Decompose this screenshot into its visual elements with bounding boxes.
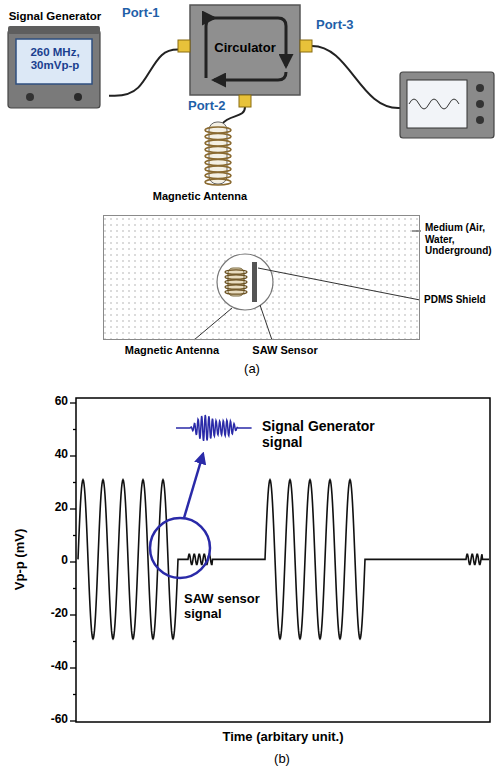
oscilloscope-device	[407, 80, 467, 128]
magnetic-antenna-coil	[205, 127, 231, 133]
circulator-body	[214, 72, 286, 80]
chart-frame	[70, 455, 76, 456]
chart-frame	[184, 454, 203, 518]
magnetic-antenna-coil	[205, 160, 231, 166]
chart-frame	[70, 720, 76, 721]
oscilloscope-device	[476, 100, 484, 108]
magnetic-antenna-coil	[205, 134, 231, 140]
oscilloscope-device	[400, 72, 494, 138]
chart-frame	[76, 398, 490, 722]
part-label: PDMS Shield	[424, 294, 502, 306]
annotation: SAW sensor signal	[184, 592, 260, 622]
circulator-body	[178, 40, 190, 52]
oscilloscope-device	[476, 84, 484, 92]
chart-frame	[70, 403, 76, 721]
sensor-closeup	[228, 268, 244, 296]
axis-title: Vp-p (mV)	[13, 509, 28, 609]
magnetic-antenna-coil	[205, 122, 231, 185]
sensor-closeup	[225, 280, 247, 284]
part-label: Magnetic Antenna	[140, 190, 260, 203]
sensor-closeup	[194, 231, 421, 340]
tick-label: 40	[26, 448, 68, 462]
circulator-body	[206, 18, 214, 78]
sensor-closeup	[225, 285, 247, 289]
chart-frame	[78, 480, 489, 639]
sensor-closeup	[194, 308, 232, 340]
signal-generator-device	[74, 93, 82, 101]
sensor-closeup	[225, 268, 247, 296]
circulator-body	[190, 5, 300, 95]
chart-frame	[70, 398, 490, 722]
magnetic-antenna-coil	[205, 147, 231, 153]
sensor-closeup	[260, 305, 272, 340]
sensor-closeup	[225, 270, 247, 274]
medium-region: Medium (Air, Water, Underground)	[103, 215, 420, 340]
chart-frame	[176, 415, 252, 441]
sensor-closeup	[225, 275, 247, 279]
chart-frame	[73, 535, 76, 536]
sensor-closeup	[225, 290, 247, 294]
sensor-closeup	[252, 262, 257, 302]
port-label: Port-3	[316, 18, 376, 33]
oscilloscope-device	[409, 99, 459, 109]
magnetic-antenna-coil	[205, 166, 231, 172]
magnetic-antenna-coil	[205, 153, 231, 159]
chart-frame	[73, 429, 76, 430]
tick-label: -60	[26, 713, 68, 727]
circulator-body	[178, 5, 312, 107]
port-label: Port-2	[188, 99, 236, 114]
sensor-closeup	[258, 268, 420, 300]
node-title: Signal Generator	[5, 10, 105, 23]
magnetic-antenna-coil	[205, 179, 231, 185]
signal-generator-device	[16, 39, 92, 84]
circulator-body	[300, 40, 312, 52]
oscilloscope-device	[400, 72, 494, 138]
chart-frame	[73, 482, 76, 483]
axis-title: Time (arbitary unit.)	[183, 730, 383, 745]
circulator-body	[239, 95, 251, 107]
chart-frame	[70, 402, 76, 403]
annotation: Signal Generator signal	[262, 418, 402, 450]
medium-region	[103, 215, 420, 340]
chart-frame	[70, 561, 76, 562]
signal-generator-device	[8, 26, 100, 34]
signal-generator-device	[8, 30, 100, 108]
device-box: Signal Generator 260 MHz, 30mVp-p	[5, 8, 109, 110]
chart-frame	[73, 588, 76, 589]
chart-frame	[73, 641, 76, 642]
magnetic-antenna-coil	[205, 173, 231, 179]
circulator-box: Circulator	[190, 5, 304, 95]
port-label: Port-1	[122, 6, 182, 21]
magnetic-antenna-coil	[205, 140, 231, 146]
medium-region	[103, 215, 420, 340]
cable	[312, 46, 400, 108]
tick-label: 60	[26, 395, 68, 409]
node-title: Circulator	[190, 41, 300, 56]
sensor-closeup	[217, 254, 273, 310]
chart-frame	[73, 694, 76, 695]
panel-label: (a)	[232, 362, 272, 377]
signal-generator-device	[26, 93, 34, 101]
panel-label: (b)	[262, 752, 302, 767]
chart-frame	[70, 667, 76, 668]
node-text: 260 MHz, 30mVp-p	[17, 46, 93, 72]
oscilloscope-device	[476, 116, 484, 124]
cable	[109, 49, 190, 95]
tick-label: -40	[26, 660, 68, 674]
cable-layer	[109, 49, 190, 95]
chart-frame	[70, 508, 76, 509]
tick-label: 0	[26, 554, 68, 568]
chart-frame	[70, 614, 76, 615]
tick-label: -20	[26, 607, 68, 621]
node-title: Medium (Air, Water, Underground)	[425, 222, 501, 257]
part-label: SAW Sensor	[240, 344, 330, 357]
part-label: Magnetic Antenna	[112, 344, 232, 357]
tick-label: 20	[26, 501, 68, 515]
signal-generator-device	[8, 26, 100, 108]
chart-frame	[150, 518, 210, 578]
